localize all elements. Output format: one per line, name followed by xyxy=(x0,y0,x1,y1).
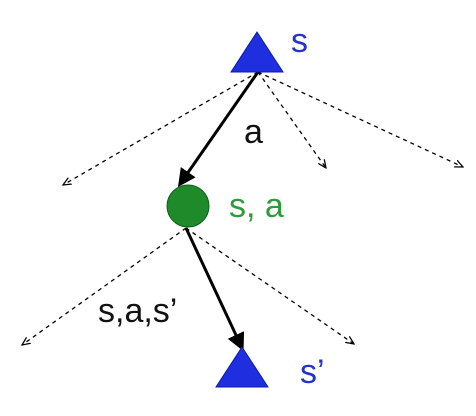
transition-edge xyxy=(184,227,245,352)
action-edge xyxy=(177,71,260,187)
dashed-branch-top-right xyxy=(257,71,463,167)
dashed-branch-top-left xyxy=(63,71,259,185)
action-edge-label: a xyxy=(244,113,263,151)
state-bottom-label: s’ xyxy=(300,353,325,391)
dashed-branch-q-right xyxy=(185,227,354,344)
dashed-branch-top-mid xyxy=(257,71,326,168)
dashed-branch-q-left xyxy=(22,227,187,345)
qstate-node xyxy=(166,184,210,228)
qstate-label: s, a xyxy=(229,187,284,225)
state-node-bottom xyxy=(215,346,269,388)
transition-edge-label: s,a,s’ xyxy=(98,292,177,330)
state-node-top xyxy=(230,31,284,73)
state-top-label: s xyxy=(291,22,308,60)
